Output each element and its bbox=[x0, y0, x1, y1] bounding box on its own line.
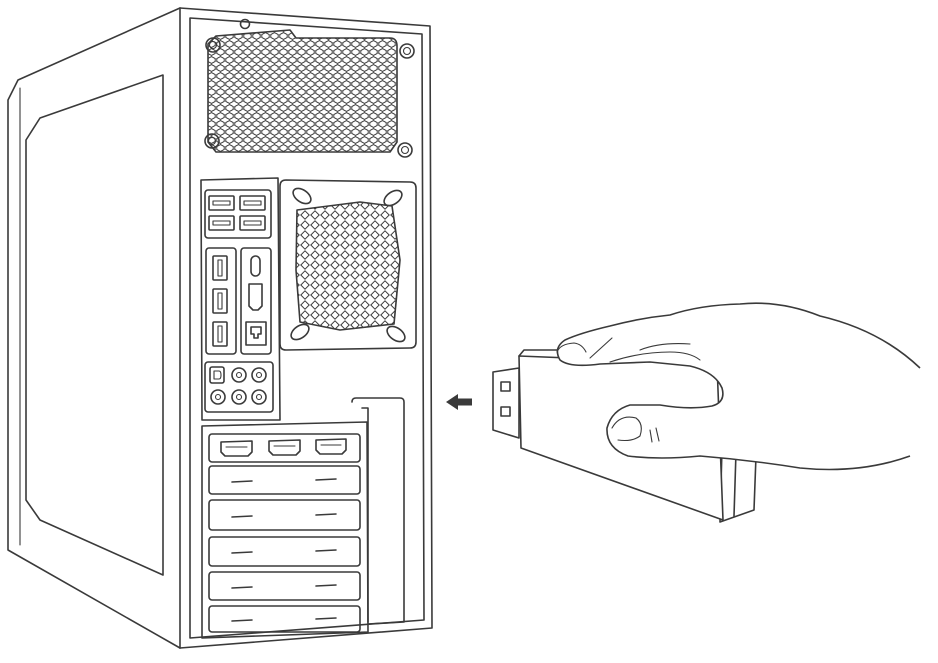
slot-cover bbox=[208, 465, 361, 495]
audio-jack-icon bbox=[210, 389, 226, 405]
slot-cover bbox=[208, 605, 361, 633]
hdmi-port-icon bbox=[220, 440, 253, 457]
usb-port-icon bbox=[239, 215, 266, 231]
audio-jack-icon bbox=[231, 367, 247, 383]
screw-icon bbox=[239, 18, 251, 30]
usb-port-icon bbox=[208, 195, 235, 211]
pc-tower bbox=[7, 7, 433, 649]
tower-side-window bbox=[25, 74, 164, 576]
usb-port-icon bbox=[212, 255, 228, 281]
ethernet-port-icon bbox=[245, 321, 267, 346]
usb-plug bbox=[492, 367, 520, 439]
usb-c-port-icon bbox=[250, 255, 261, 277]
top-fan-grille bbox=[204, 29, 415, 158]
tower-side-panel bbox=[7, 7, 181, 649]
usb-port-icon bbox=[208, 215, 235, 231]
slot-cover bbox=[208, 499, 361, 531]
usb-port-icon bbox=[212, 321, 228, 347]
hdmi-port-icon bbox=[315, 438, 347, 455]
hdmi-port-icon bbox=[248, 283, 263, 311]
tower-rear-panel bbox=[179, 7, 433, 649]
usb-port-icon bbox=[239, 195, 266, 211]
insert-arrow-icon bbox=[446, 394, 472, 410]
hdmi-port-icon bbox=[268, 439, 301, 456]
audio-jack-icon bbox=[251, 389, 267, 405]
expansion-slots bbox=[201, 397, 405, 639]
slot-cover bbox=[208, 571, 361, 601]
io-shield bbox=[200, 177, 281, 421]
slot-cover bbox=[208, 536, 361, 567]
rear-fan-grille bbox=[279, 179, 417, 351]
optical-port-icon bbox=[209, 366, 225, 384]
usb-port-icon bbox=[212, 288, 228, 314]
audio-jack-icon bbox=[251, 367, 267, 383]
hand bbox=[556, 302, 921, 471]
audio-jack-icon bbox=[231, 389, 247, 405]
